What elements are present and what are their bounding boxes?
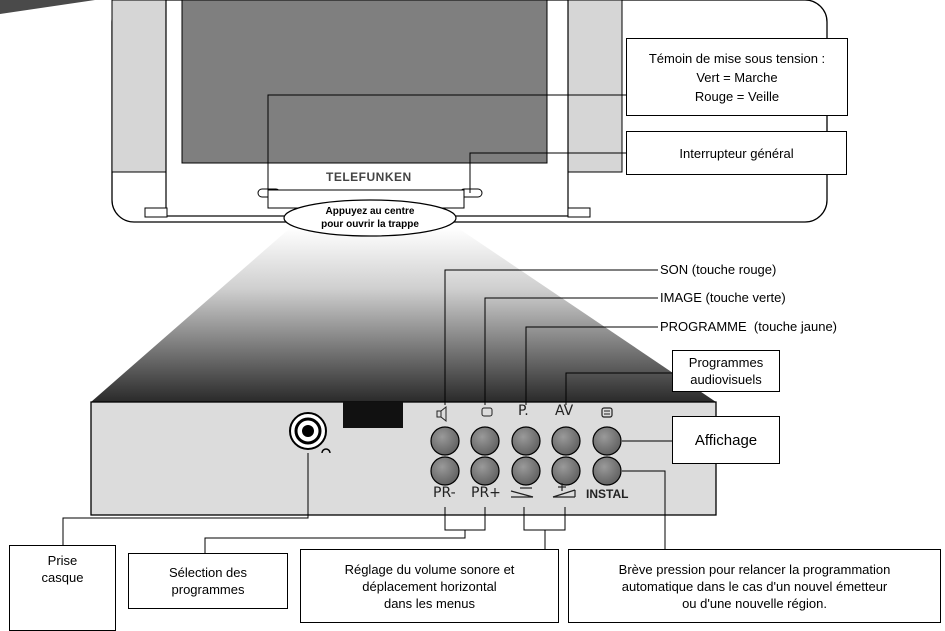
pr-minus-key[interactable] [430, 456, 460, 486]
brand-logo: TELEFUNKEN [326, 170, 412, 184]
volume-callout: Réglage du volume sonore et déplacement … [300, 549, 559, 623]
affichage-key[interactable] [592, 426, 622, 456]
instal-key[interactable] [592, 456, 622, 486]
key-label-p: P. [518, 403, 529, 419]
right-speaker-grille [567, 0, 623, 173]
hatch-note: Appuyez au centre pour ouvrir la trappe [321, 206, 419, 230]
left-speaker-grille [111, 0, 167, 173]
key-label-instal: INSTAL [586, 487, 629, 501]
hatch-tab [343, 402, 403, 428]
headphone-callout: Prise casque [9, 545, 116, 631]
volume-up-icon [552, 483, 576, 498]
key-label-pr-minus: PR- [433, 485, 456, 501]
pr-plus-key[interactable] [470, 456, 500, 486]
son-label: SON (touche rouge) [660, 262, 777, 277]
son-key[interactable] [430, 426, 460, 456]
leader-lines [62, 94, 672, 556]
volume-up-key[interactable] [551, 456, 581, 486]
speaker-icon [436, 405, 447, 423]
teletext-icon [601, 407, 613, 418]
zoom-projection [91, 228, 716, 402]
instal-callout: Brève pression pour relancer la programm… [568, 549, 941, 623]
volume-down-icon [510, 487, 534, 498]
hatch-ellipse [283, 199, 457, 237]
key-label-av: AV [555, 403, 574, 419]
headphone-jack-icon [289, 412, 331, 454]
av-key[interactable] [551, 426, 581, 456]
volume-down-key[interactable] [511, 456, 541, 486]
program-selection-callout: Sélection des programmes [128, 553, 288, 609]
main-switch-callout: Interrupteur général [626, 131, 847, 175]
screen-icon [481, 407, 493, 417]
affichage-callout: Affichage [672, 416, 780, 464]
programme-label: PROGRAMME (touche jaune) [660, 319, 838, 334]
corner-mark [0, 0, 95, 14]
image-key[interactable] [470, 426, 500, 456]
image-label: IMAGE (touche verte) [660, 290, 786, 305]
button-grid [430, 426, 622, 486]
power-led-callout: Témoin de mise sous tension : Vert = Mar… [626, 38, 848, 116]
av-programs-callout: Programmes audiovisuels [672, 350, 780, 392]
key-label-pr-plus: PR+ [471, 485, 501, 501]
programme-key[interactable] [511, 426, 541, 456]
tv-screen [181, 0, 548, 164]
